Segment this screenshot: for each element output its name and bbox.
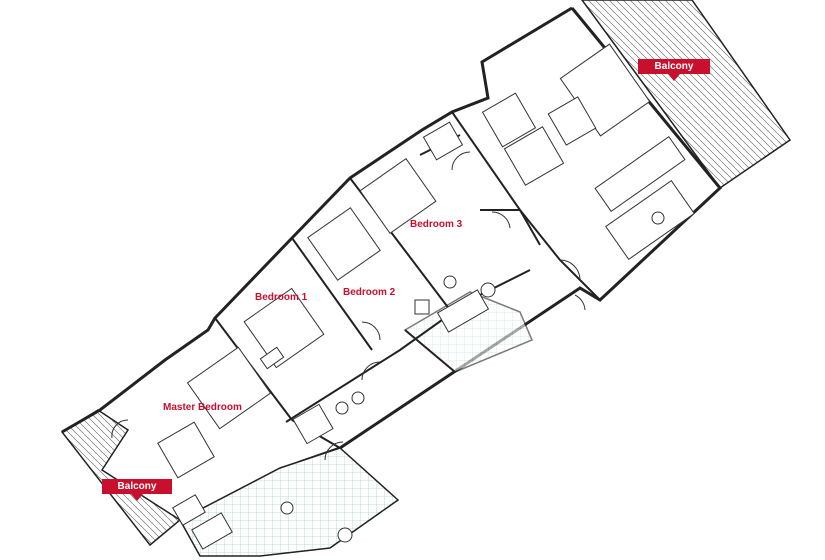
room-label-bedroom-2: Bedroom 2 xyxy=(343,287,396,298)
balcony-left-area xyxy=(60,409,182,547)
living-furniture xyxy=(422,43,695,261)
bed-1 xyxy=(243,287,325,370)
bath-fixtures xyxy=(191,275,496,550)
room-label-bedroom-1: Bedroom 1 xyxy=(255,292,308,303)
bed-3 xyxy=(359,157,437,235)
bed-2 xyxy=(307,207,381,281)
balcony-right-area xyxy=(581,0,792,190)
bed-master xyxy=(157,346,272,526)
balcony-tag-left: Balcony xyxy=(102,479,172,501)
door-swings xyxy=(111,151,586,461)
room-label-bedroom-3: Bedroom 3 xyxy=(410,219,463,230)
balcony-tag-right: Balcony xyxy=(638,59,710,81)
room-label-master-bedroom: Master Bedroom xyxy=(163,402,242,413)
